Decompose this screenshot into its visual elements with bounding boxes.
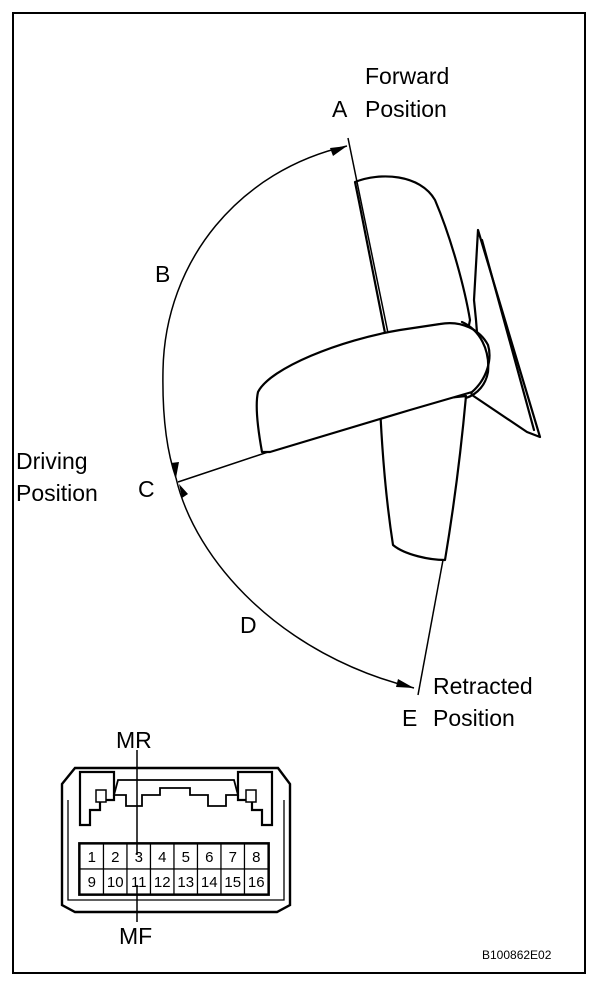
pin-number: 8	[252, 849, 260, 866]
pin-number: 5	[182, 849, 190, 866]
arrowhead-e	[396, 679, 414, 688]
mirror-housing-retracted	[378, 394, 468, 562]
rotation-arc	[162, 137, 444, 696]
arrowheads	[171, 146, 414, 688]
label-driving-line2: Position	[16, 480, 98, 506]
label-retracted-line1: Retracted	[433, 673, 533, 699]
pin-number: 2	[111, 849, 119, 866]
pin-number: 6	[205, 849, 213, 866]
figure-frame	[12, 12, 586, 974]
pin-number: 12	[154, 874, 171, 891]
label-forward-line1: Forward	[365, 63, 449, 89]
arc-c-to-e	[175, 477, 415, 689]
pin-number: 15	[224, 874, 241, 891]
pin-number: 14	[201, 874, 218, 891]
line-retracted	[417, 559, 444, 696]
label-mr: MR	[116, 727, 152, 753]
pin-number: 9	[88, 874, 96, 891]
line-driving	[177, 451, 269, 483]
arc-a-to-c	[162, 145, 348, 479]
pin-number: 7	[229, 849, 237, 866]
pin-number: 16	[248, 874, 265, 891]
label-driving-line1: Driving	[16, 448, 88, 474]
line-forward	[347, 137, 389, 334]
label-a: A	[332, 96, 348, 122]
arrowhead-c-upper	[171, 462, 179, 478]
label-e: E	[402, 705, 417, 731]
label-d: D	[240, 612, 257, 638]
pin-number: 13	[177, 874, 194, 891]
mirror-illustration	[255, 175, 542, 562]
label-b: B	[155, 261, 170, 287]
figure-code: B100862E02	[482, 948, 552, 962]
pin-number: 3	[135, 849, 143, 866]
arrowhead-a	[330, 146, 347, 156]
arrowhead-c-lower	[179, 484, 188, 498]
pin-number: 4	[158, 849, 166, 866]
pin-number: 11	[131, 874, 147, 891]
label-forward-line2: Position	[365, 96, 447, 122]
pin-cell	[243, 868, 269, 895]
mirror-housing-forward	[353, 175, 472, 335]
label-mf: MF	[119, 923, 152, 949]
label-retracted-line2: Position	[433, 705, 515, 731]
pin-number: 1	[88, 849, 96, 866]
pin-number: 10	[107, 874, 124, 891]
label-c: C	[138, 476, 155, 502]
